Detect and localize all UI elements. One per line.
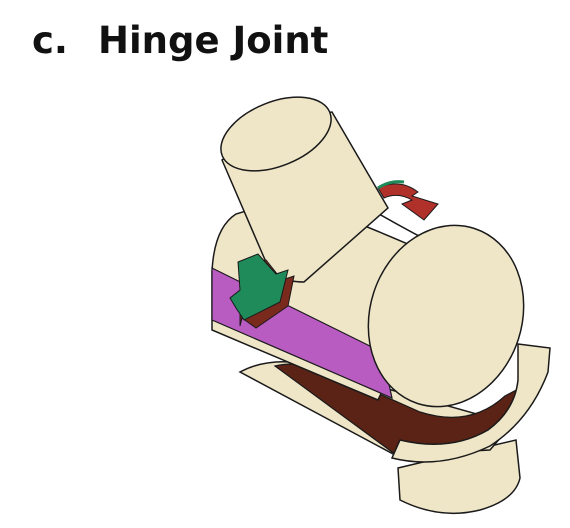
lower-bone-stub xyxy=(397,439,521,515)
rotation-arrow-front xyxy=(229,253,295,329)
heading-title: Hinge Joint xyxy=(98,18,329,62)
diagram-heading: c. Hinge Joint xyxy=(32,10,328,70)
upper-bone-shaft xyxy=(220,96,389,283)
lower-socket xyxy=(238,343,551,463)
cylinder-end-cap xyxy=(367,224,525,408)
heading-letter: c. xyxy=(32,18,68,62)
rotation-arrow-back xyxy=(377,180,439,221)
